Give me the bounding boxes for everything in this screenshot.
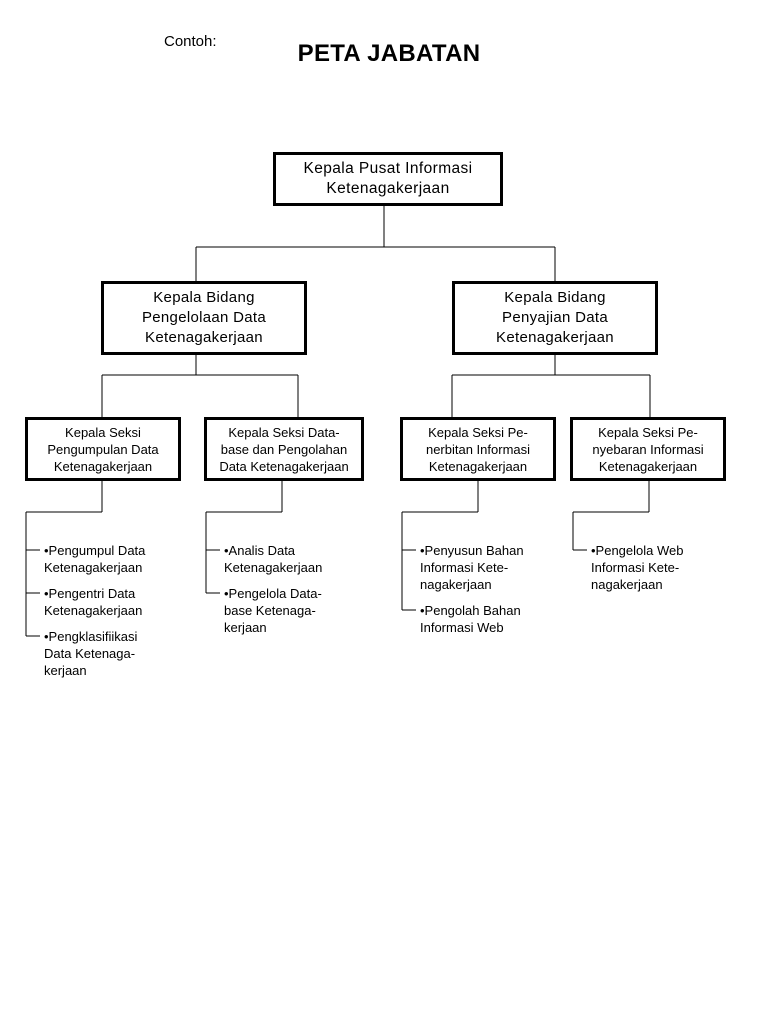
- node-division-penyajian: Kepala Bidang Penyajian Data Ketenagaker…: [452, 281, 658, 355]
- page-title: PETA JABATAN: [297, 40, 481, 67]
- task-item: •Penyusun Bahan Informasi Kete- nagakerj…: [420, 543, 524, 592]
- example-label: Contoh:: [164, 33, 217, 50]
- task-item: •Pengelola Data- base Ketenaga- kerjaan: [224, 586, 322, 635]
- task-item: •Pengentri Data Ketenagakerjaan: [44, 586, 143, 618]
- task-item: •Pengklasifiikasi Data Ketenaga- kerjaan: [44, 629, 138, 678]
- node-section-pengumpulan: Kepala Seksi Pengumpulan Data Ketenagake…: [25, 417, 181, 481]
- node-section-database: Kepala Seksi Data- base dan Pengolahan D…: [204, 417, 364, 481]
- node-division-pengelolaan: Kepala Bidang Pengelolaan Data Ketenagak…: [101, 281, 307, 355]
- task-item: •Pengelola Web Informasi Kete- nagakerja…: [591, 543, 684, 592]
- node-section-penyebaran: Kepala Seksi Pe- nyebaran Informasi Kete…: [570, 417, 726, 481]
- task-item: •Pengumpul Data Ketenagakerjaan: [44, 543, 146, 575]
- task-item: •Analis Data Ketenagakerjaan: [224, 543, 323, 575]
- node-head: Kepala Pusat Informasi Ketenagakerjaan: [273, 152, 503, 206]
- node-section-penerbitan: Kepala Seksi Pe- nerbitan Informasi Kete…: [400, 417, 556, 481]
- task-item: •Pengolah Bahan Informasi Web: [420, 603, 521, 635]
